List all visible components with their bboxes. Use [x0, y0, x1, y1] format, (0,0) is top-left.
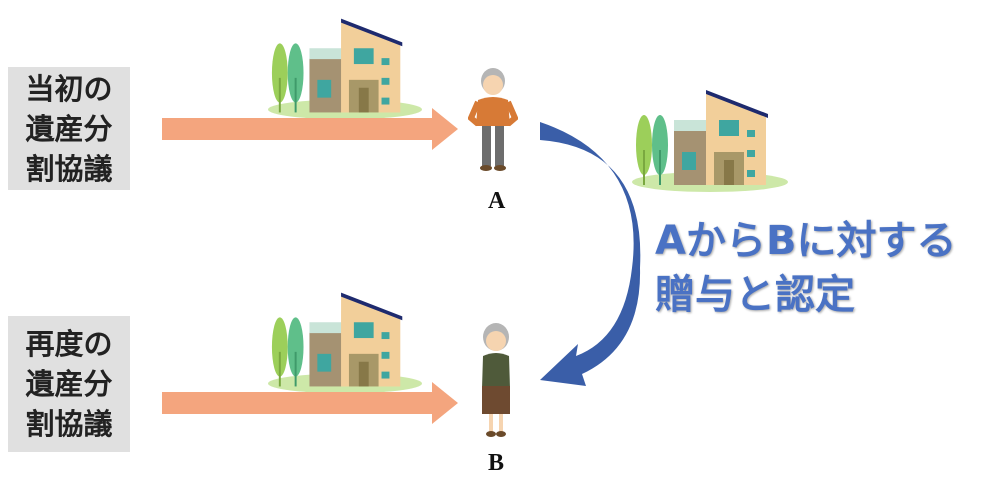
arrow-right-icon	[162, 108, 458, 150]
house-icon	[266, 292, 424, 392]
label-line: 遺産分	[25, 367, 113, 401]
label-line: 遺産分	[25, 111, 113, 146]
label-line: 割協議	[25, 407, 113, 441]
person-b-label: B	[488, 450, 505, 476]
transfer-text-line-1: AからBに対する	[655, 218, 957, 264]
label-initial-division: 当初の 遺産分 割協議	[8, 67, 130, 190]
label-line: 当初の	[25, 71, 113, 106]
label-line: 再度の	[25, 327, 113, 361]
house-icon	[630, 88, 790, 192]
person-a-icon	[468, 68, 518, 171]
person-a-label: A	[488, 188, 506, 214]
house-icon	[266, 18, 424, 118]
label-line: 割協議	[25, 151, 113, 186]
arrow-right-icon	[162, 382, 458, 424]
label-second-division: 再度の 遺産分 割協議	[8, 316, 130, 452]
person-b-icon	[482, 323, 510, 437]
transfer-text-line-2: 贈与と認定	[655, 272, 855, 318]
